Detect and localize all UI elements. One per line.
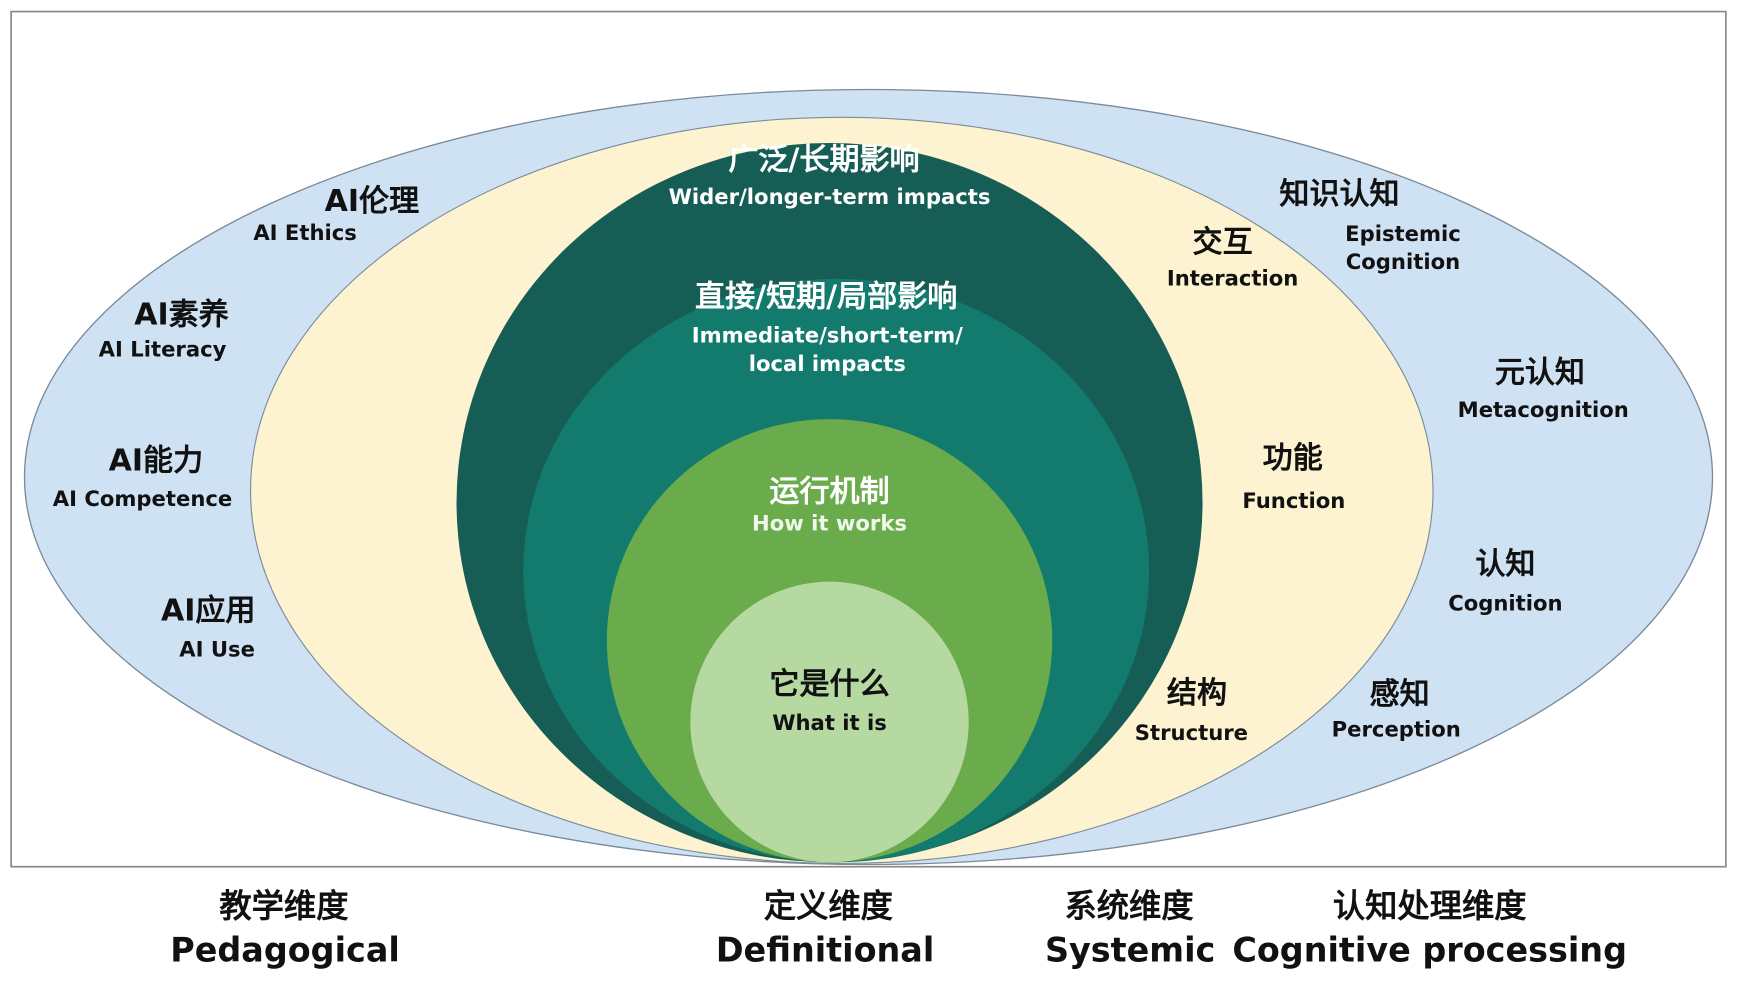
- pedagogical-label-zh: AI能力: [109, 443, 204, 478]
- systemic-label-zh: 交互: [1193, 225, 1253, 260]
- core-label-zh: 广泛/长期影响: [728, 143, 919, 178]
- pedagogical-label-en: AI Ethics: [253, 220, 357, 245]
- cognitive-label-en: Metacognition: [1458, 397, 1629, 422]
- cognitive-label-zh: 知识认知: [1279, 177, 1399, 212]
- core-label-en: local impacts: [749, 351, 906, 376]
- core-label-en: How it works: [752, 510, 907, 535]
- dimension-caption-zh: 教学维度: [219, 887, 349, 925]
- cognitive-label-en: Perception: [1332, 716, 1461, 741]
- dimension-caption-zh: 定义维度: [764, 887, 894, 925]
- pedagogical-label-en: AI Literacy: [99, 337, 227, 362]
- pedagogical-label-zh: AI伦理: [325, 184, 420, 219]
- cognitive-label-zh: 认知: [1475, 547, 1535, 582]
- dimension-caption-en: Definitional: [716, 930, 934, 969]
- core-label-zh: 直接/短期/局部影响: [695, 280, 957, 315]
- systemic-label-en: Function: [1242, 488, 1345, 513]
- dimension-caption-zh: 系统维度: [1064, 887, 1194, 925]
- dimension-caption-en: Systemic: [1045, 930, 1215, 969]
- cognitive-label-en: Epistemic: [1345, 221, 1461, 246]
- systemic-label-en: Structure: [1135, 720, 1248, 745]
- core-label-en: Immediate/short-term/: [692, 322, 963, 347]
- core-label-en: Wider/longer-term impacts: [669, 184, 991, 209]
- cognitive-label-zh: 感知: [1370, 677, 1430, 712]
- core-label-zh: 它是什么: [769, 667, 889, 702]
- pedagogical-label-zh: AI素养: [134, 297, 229, 332]
- cognitive-label-en: Cognition: [1448, 591, 1562, 616]
- pedagogical-label-en: AI Competence: [53, 486, 233, 511]
- cognitive-label-en: Cognition: [1346, 249, 1460, 274]
- systemic-label-zh: 功能: [1263, 441, 1323, 476]
- systemic-label-zh: 结构: [1167, 676, 1227, 711]
- pedagogical-label-en: AI Use: [179, 636, 255, 661]
- dimension-caption-en: Cognitive processing: [1232, 930, 1627, 969]
- what-it-is-circle: [690, 581, 969, 863]
- systemic-label-en: Interaction: [1167, 265, 1299, 290]
- dimension-caption-zh: 认知处理维度: [1333, 887, 1527, 925]
- cognitive-label-zh: 元认知: [1495, 355, 1585, 390]
- dimension-caption-en: Pedagogical: [170, 930, 400, 969]
- core-label-zh: 运行机制: [769, 475, 889, 510]
- pedagogical-label-zh: AI应用: [161, 594, 256, 629]
- core-label-en: What it is: [772, 710, 887, 735]
